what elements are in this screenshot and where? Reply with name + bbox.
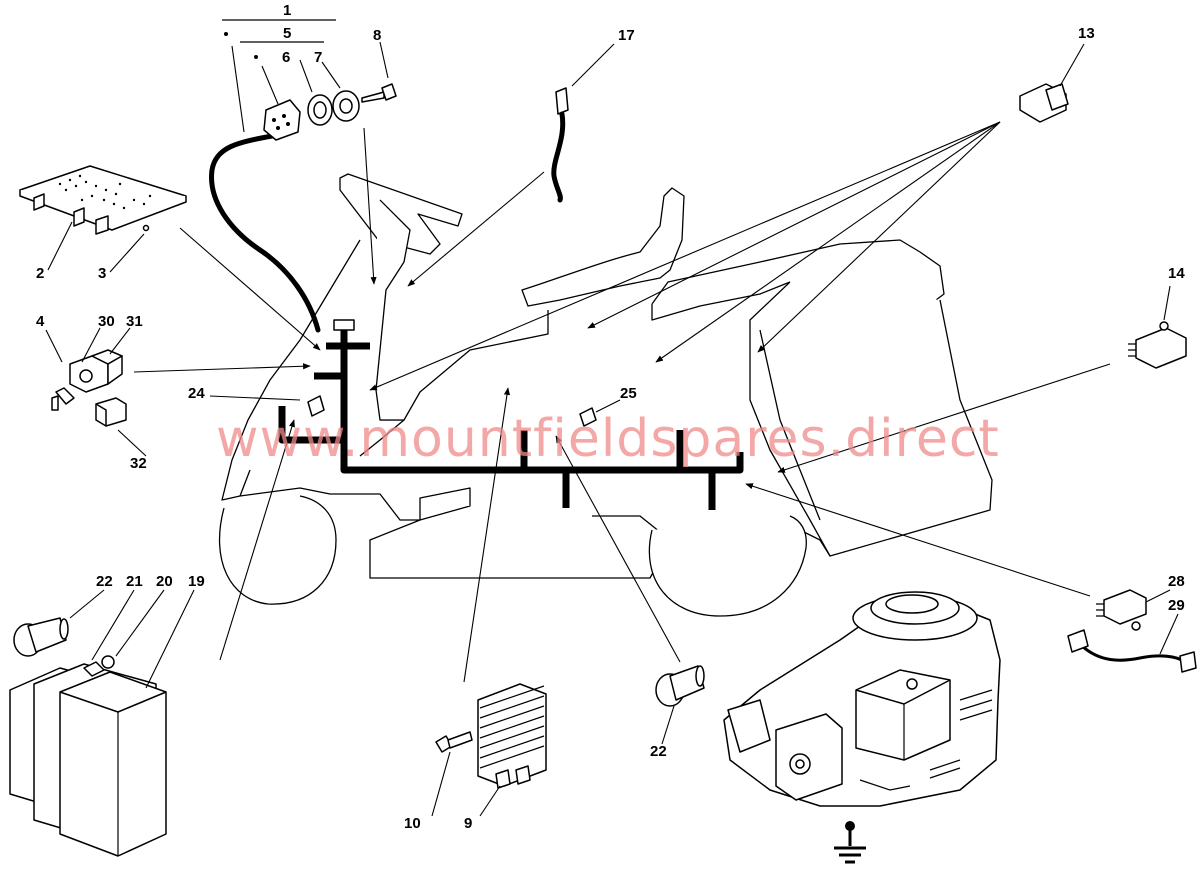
callout-9: 9	[464, 815, 472, 832]
callout-30: 30	[98, 313, 115, 330]
terminal-cap-left	[13, 617, 69, 657]
callout-21: 21	[126, 573, 143, 590]
watermark-text: www.mountfieldspares.direct	[216, 409, 1000, 469]
callout-24: 24	[188, 385, 205, 402]
callout-labels: 1 5 6 7 8 17 13 2 3 4 30 31 32 24 25 14 …	[36, 2, 1185, 832]
callout-6: 6	[282, 49, 290, 66]
battery-assembly	[9, 419, 295, 857]
cable-clip	[579, 399, 621, 427]
ignition-bezel	[332, 90, 360, 122]
callout-4: 4	[36, 313, 45, 330]
ignition-nut	[307, 94, 333, 126]
callout-22-left: 22	[96, 573, 113, 590]
wiring-harness	[209, 133, 744, 510]
engine	[723, 591, 1001, 864]
voltage-regulator	[463, 387, 547, 817]
callout-20: 20	[156, 573, 173, 590]
callout-19: 19	[188, 573, 205, 590]
ignition-switch-body	[263, 99, 301, 141]
harness-clip	[209, 395, 325, 417]
micro-switch	[777, 285, 1187, 473]
terminal-cap-right	[555, 435, 705, 745]
regulator-bolt	[431, 731, 473, 817]
callout-25: 25	[620, 385, 637, 402]
callout-17: 17	[618, 27, 635, 44]
relay-and-lead	[745, 483, 1197, 673]
sensor-cable	[407, 43, 615, 287]
callout-1: 1	[283, 2, 291, 19]
ignition-key	[361, 83, 397, 103]
callout-31: 31	[126, 313, 143, 330]
callout-8: 8	[373, 27, 381, 44]
callout-32: 32	[130, 455, 147, 472]
fuse-relay-group	[45, 327, 311, 457]
ignition-switch-assembly	[222, 19, 397, 141]
callout-22-right: 22	[650, 743, 667, 760]
callout-14: 14	[1168, 265, 1185, 282]
callout-28: 28	[1168, 573, 1185, 590]
tractor-outline	[218, 173, 993, 617]
callout-7: 7	[314, 49, 322, 66]
callout-13: 13	[1078, 25, 1095, 42]
callout-10: 10	[404, 815, 421, 832]
callout-3: 3	[98, 265, 106, 282]
callout-29: 29	[1168, 597, 1185, 614]
callout-2: 2	[36, 265, 44, 282]
circuit-board	[19, 165, 321, 351]
callout-5: 5	[283, 25, 291, 42]
ground-symbol	[834, 821, 866, 864]
toggle-switch	[369, 43, 1085, 391]
